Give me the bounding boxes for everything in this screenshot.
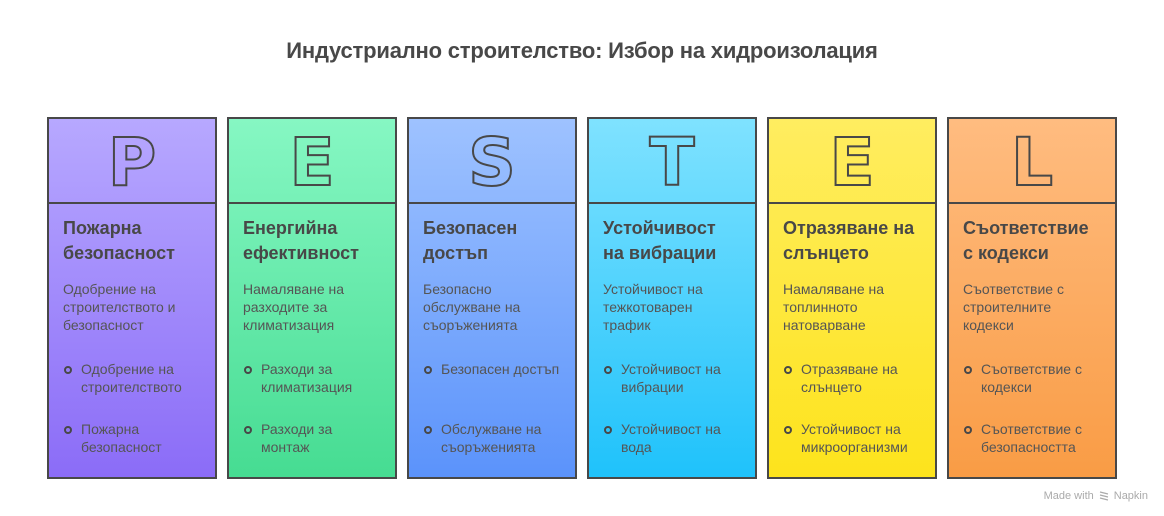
svg-text:P: P xyxy=(108,124,156,201)
bullet-circle-icon xyxy=(604,426,612,434)
bullet-circle-icon xyxy=(64,366,72,374)
bullet-text: Съответствие с безопасността xyxy=(981,421,1082,455)
svg-text:E: E xyxy=(829,124,874,201)
page-title: Индустриално строителство: Избор на хидр… xyxy=(286,38,878,63)
svg-text:E: E xyxy=(289,124,334,201)
bullet-text: Разходи за монтаж xyxy=(261,421,333,455)
bullet-item: Устойчивост на вибрации xyxy=(603,360,741,396)
bullet-circle-icon xyxy=(964,366,972,374)
card-heading: Устойчивост на вибрации xyxy=(603,218,717,263)
bullet-circle-icon xyxy=(964,426,972,434)
bullet-circle-icon xyxy=(424,366,432,374)
watermark: Made with Napkin xyxy=(1044,490,1148,502)
bullet-text: Отразяване на слънцето xyxy=(801,361,898,395)
card-description: Одобрение на строителството и безопаснос… xyxy=(63,281,176,333)
card-description: Безопасно обслужване на съоръженията xyxy=(423,281,521,333)
card-description: Намаляване на разходите за климатизация xyxy=(243,281,345,333)
card-heading: Безопасен достъп xyxy=(423,218,518,263)
bullet-circle-icon xyxy=(604,366,612,374)
bullet-circle-icon xyxy=(64,426,72,434)
letter-t-icon: T xyxy=(648,123,695,202)
card-description: Съответствие с строителните кодекси xyxy=(963,281,1064,333)
bullet-item: Съответствие с безопасността xyxy=(963,420,1101,456)
svg-text:S: S xyxy=(468,124,516,201)
bullet-text: Устойчивост на вода xyxy=(621,421,721,455)
letter-e-icon: E xyxy=(288,123,335,202)
card-heading: Съответствие с кодекси xyxy=(963,218,1089,263)
card-letter-header: L xyxy=(949,119,1115,204)
card-heading: Пожарна безопасност xyxy=(63,218,175,263)
bullet-item: Безопасен достъп xyxy=(423,360,561,396)
card-description: Устойчивост на тежкотоварен трафик xyxy=(603,281,703,333)
bullet-item: Разходи за монтаж xyxy=(243,420,381,456)
bullet-text: Разходи за климатизация xyxy=(261,361,353,395)
bullet-item: Устойчивост на микроорганизми xyxy=(783,420,921,456)
bullet-item: Съответствие с кодекси xyxy=(963,360,1101,396)
bullet-circle-icon xyxy=(784,366,792,374)
card-heading: Енергийна ефективност xyxy=(243,218,359,263)
letter-p-icon: P xyxy=(107,123,157,202)
bullet-item: Обслужване на съоръженията xyxy=(423,420,561,456)
bullet-text: Съответствие с кодекси xyxy=(981,361,1082,395)
bullet-text: Безопасен достъп xyxy=(441,361,560,377)
letter-s-icon: S xyxy=(467,123,517,202)
bullet-text: Обслужване на съоръженията xyxy=(441,421,542,455)
card-letter-header: E xyxy=(769,119,935,204)
bullet-item: Устойчивост на вода xyxy=(603,420,741,456)
bullet-circle-icon xyxy=(244,426,252,434)
napkin-brand-label: Napkin xyxy=(1113,490,1148,502)
card-letter-header: P xyxy=(49,119,215,204)
bullet-item: Одобрение на строителството xyxy=(63,360,201,396)
bullet-circle-icon xyxy=(244,366,252,374)
bullet-text: Устойчивост на вибрации xyxy=(621,361,721,395)
svg-text:T: T xyxy=(649,124,694,201)
card-heading: Отразяване на слънцето xyxy=(783,218,915,263)
made-with-label: Made with xyxy=(1043,490,1094,502)
bullet-text: Пожарна безопасност xyxy=(81,421,162,455)
svg-text:L: L xyxy=(1011,124,1053,201)
bullet-item: Отразяване на слънцето xyxy=(783,360,921,396)
card-description: Намаляване на топлинното натоварване xyxy=(783,281,885,333)
napkin-logo-icon xyxy=(1099,491,1108,501)
bullet-text: Устойчивост на микроорганизми xyxy=(801,421,908,455)
bullet-item: Разходи за климатизация xyxy=(243,360,381,396)
bullet-circle-icon xyxy=(784,426,792,434)
bullet-text: Одобрение на строителството xyxy=(81,361,182,395)
letter-l-icon: L xyxy=(1010,123,1054,202)
bullet-circle-icon xyxy=(424,426,432,434)
card-letter-header: T xyxy=(589,119,755,204)
card-letter-header: S xyxy=(409,119,575,204)
card-letter-header: E xyxy=(229,119,395,204)
letter-e-icon: E xyxy=(828,123,875,202)
bullet-item: Пожарна безопасност xyxy=(63,420,201,456)
